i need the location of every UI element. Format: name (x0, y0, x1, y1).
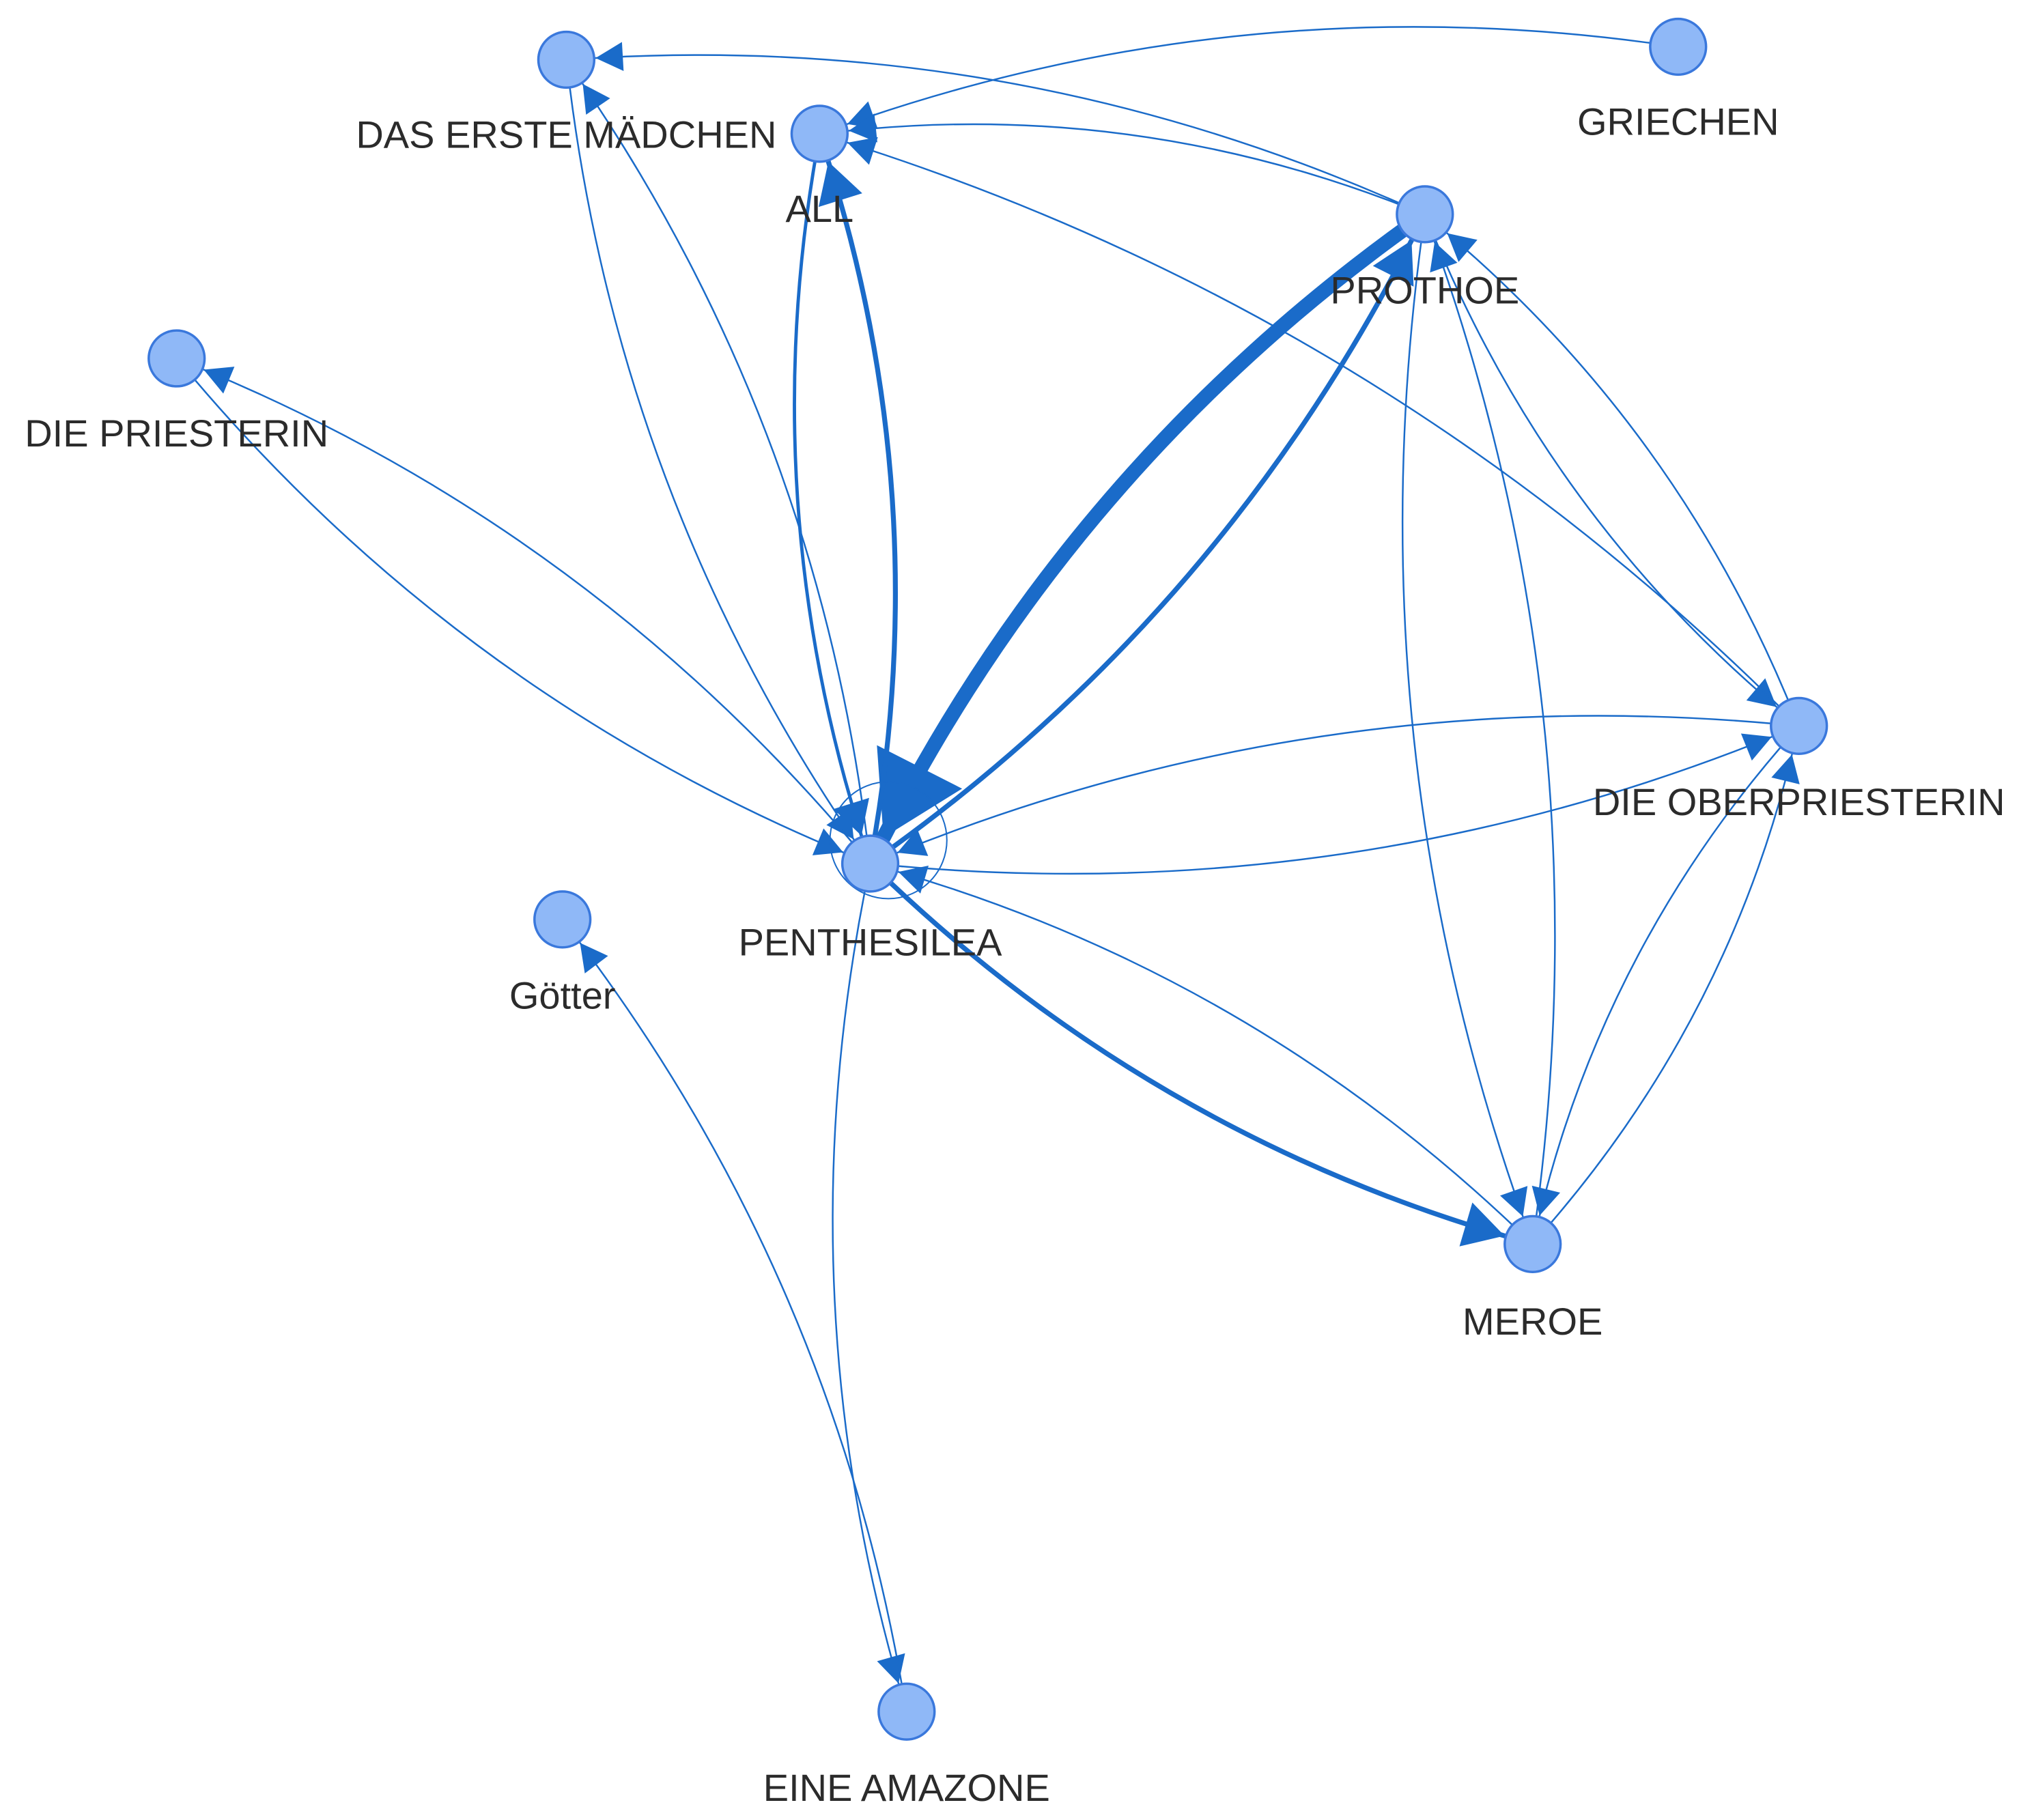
node-all[interactable] (790, 104, 849, 163)
node-prothoe[interactable] (1396, 185, 1454, 244)
edge-penthesilea-to-das_erste_maedchen (582, 83, 868, 837)
node-label-all: ALL (786, 187, 854, 230)
node-label-meroe: MEROE (1463, 1300, 1602, 1343)
edge-die_oberpriesterin-to-penthesilea (896, 715, 1772, 854)
edge-griechen-to-all (846, 26, 1652, 126)
edge-prothoe-to-all (847, 123, 1400, 205)
arrowhead-die_priesterin-to-penthesilea (812, 828, 843, 855)
edges-layer (194, 26, 1800, 1686)
node-label-penthesilea: PENTHESILEA (739, 921, 1003, 964)
node-label-eine-amazone: EINE AMAZONE (763, 1766, 1050, 1809)
arrowhead-prothoe-to-die_oberpriesterin (1746, 678, 1777, 707)
node-label-prothoe: PROTHOE (1330, 269, 1519, 312)
node-das-erste-maedchen[interactable] (537, 30, 596, 89)
node-label-goetter: Götter (509, 974, 616, 1017)
node-meroe[interactable] (1503, 1214, 1562, 1274)
arrowhead-penthesilea-to-die_priesterin (203, 367, 235, 394)
edge-penthesilea-to-eine_amazone (832, 890, 900, 1685)
edge-eine_amazone-to-goetter (579, 941, 903, 1686)
arrowhead-meroe-to-die_oberpriesterin (1771, 754, 1800, 784)
arrowhead-die_oberpriesterin-to-prothoe (1447, 233, 1478, 262)
edge-penthesilea-to-all (825, 159, 898, 839)
nodes-layer (147, 17, 1828, 1741)
node-label-das-erste-maedchen: DAS ERSTE MÄDCHEN (356, 113, 776, 156)
arrowhead-penthesilea-to-das_erste_maedchen (582, 83, 610, 115)
edge-das_erste_maedchen-to-penthesilea (569, 86, 855, 840)
arrowhead-die_oberpriesterin-to-all (847, 137, 878, 165)
edge-all-to-penthesilea (793, 159, 864, 838)
node-griechen[interactable] (1649, 17, 1708, 76)
edge-prothoe-to-penthesilea (876, 223, 1410, 845)
node-goetter[interactable] (533, 890, 592, 949)
edge-prothoe-to-das_erste_maedchen (594, 54, 1400, 204)
arrowhead-die_oberpriesterin-to-penthesilea (897, 829, 929, 856)
arrowhead-meroe-to-prothoe (1430, 242, 1458, 273)
arrowhead-penthesilea-to-meroe (1459, 1202, 1505, 1247)
arrowhead-eine_amazone-to-goetter (580, 943, 608, 973)
edge-penthesilea-to-die_oberpriesterin (897, 736, 1773, 875)
arrowhead-meroe-to-penthesilea (898, 865, 929, 894)
edge-penthesilea-to-prothoe (890, 238, 1414, 850)
edge-meroe-to-prothoe (1433, 241, 1556, 1218)
edge-die_priesterin-to-penthesilea (194, 378, 845, 853)
edge-prothoe-to-meroe (1401, 241, 1524, 1218)
edge-meroe-to-die_oberpriesterin (1550, 753, 1793, 1224)
edge-die_oberpriesterin-to-prothoe (1446, 232, 1790, 701)
node-die-oberpriesterin[interactable] (1770, 696, 1828, 756)
node-label-griechen: GRIECHEN (1577, 100, 1779, 143)
arrowhead-prothoe-to-das_erste_maedchen (595, 42, 624, 72)
edge-die_oberpriesterin-to-meroe (1538, 746, 1782, 1217)
edge-meroe-to-penthesilea (897, 870, 1514, 1226)
arrowhead-penthesilea-to-all (818, 161, 862, 208)
edge-prothoe-to-die_oberpriesterin (1435, 239, 1778, 708)
arrowhead-penthesilea-to-prothoe (1372, 240, 1414, 287)
arrowhead-prothoe-to-meroe (1500, 1186, 1528, 1217)
node-die-priesterin[interactable] (147, 329, 206, 388)
edge-penthesilea-to-meroe (888, 880, 1508, 1238)
edge-die_oberpriesterin-to-all (846, 141, 1780, 707)
arrowhead-die_oberpriesterin-to-meroe (1531, 1185, 1561, 1216)
self-loop-edge (829, 781, 948, 900)
node-eine-amazone[interactable] (877, 1682, 936, 1741)
arrowhead-prothoe-to-all (849, 113, 877, 143)
node-label-die-priesterin: DIE PRIESTERIN (25, 412, 328, 455)
node-penthesilea[interactable] (841, 834, 900, 893)
node-label-die-oberpriesterin: DIE OBERPRIESTERIN (1593, 780, 2005, 823)
edge-penthesilea-to-die_priesterin (203, 369, 853, 844)
arrowhead-penthesilea-to-die_oberpriesterin (1740, 733, 1772, 761)
arrowhead-das_erste_maedchen-to-penthesilea (826, 808, 854, 840)
